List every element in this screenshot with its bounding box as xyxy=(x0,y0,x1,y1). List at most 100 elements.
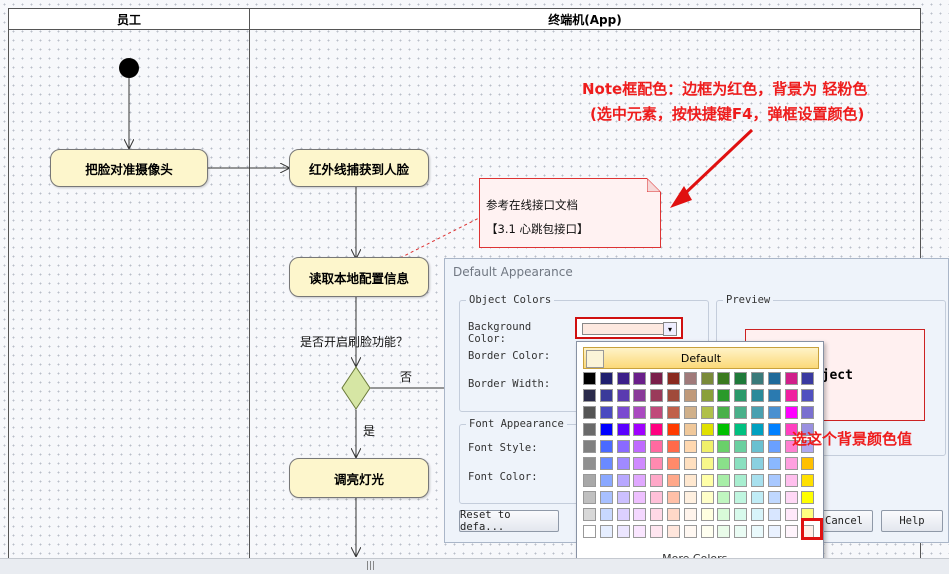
color-swatch[interactable] xyxy=(616,457,630,470)
color-swatch[interactable] xyxy=(667,491,680,504)
color-swatch[interactable] xyxy=(583,508,596,521)
color-swatch[interactable] xyxy=(583,457,596,470)
color-swatch[interactable] xyxy=(599,474,613,487)
color-swatch[interactable] xyxy=(583,474,596,487)
color-swatch[interactable] xyxy=(599,389,613,402)
color-swatch[interactable] xyxy=(734,423,748,436)
color-swatch[interactable] xyxy=(751,474,764,487)
color-swatch[interactable] xyxy=(650,474,664,487)
color-swatch[interactable] xyxy=(734,457,748,470)
color-swatch[interactable] xyxy=(767,440,781,453)
color-swatch[interactable] xyxy=(734,491,748,504)
color-swatch[interactable] xyxy=(616,372,630,385)
color-swatch[interactable] xyxy=(633,491,647,504)
color-swatch[interactable] xyxy=(683,440,697,453)
color-swatch[interactable] xyxy=(599,525,613,538)
color-swatch[interactable] xyxy=(650,372,664,385)
color-swatch[interactable] xyxy=(700,491,714,504)
color-swatch[interactable] xyxy=(667,508,680,521)
color-swatch[interactable] xyxy=(667,372,680,385)
color-swatch[interactable] xyxy=(683,457,697,470)
color-swatch[interactable] xyxy=(717,474,731,487)
color-swatch[interactable] xyxy=(616,525,630,538)
color-swatch[interactable] xyxy=(599,508,613,521)
color-swatch[interactable] xyxy=(667,457,680,470)
color-swatch[interactable] xyxy=(616,389,630,402)
color-swatch[interactable] xyxy=(717,423,731,436)
color-swatch[interactable] xyxy=(599,372,613,385)
scrollbar-grip-icon[interactable]: ||| xyxy=(366,561,376,571)
color-swatch[interactable] xyxy=(717,406,731,419)
color-swatch[interactable] xyxy=(700,440,714,453)
color-swatch[interactable] xyxy=(801,423,815,436)
chevron-down-icon[interactable]: ▾ xyxy=(663,322,677,336)
activity-infrared[interactable]: 红外线捕获到人脸 xyxy=(289,149,429,187)
color-swatch[interactable] xyxy=(717,440,731,453)
color-swatch[interactable] xyxy=(801,406,815,419)
color-swatch[interactable] xyxy=(583,440,596,453)
color-swatch[interactable] xyxy=(633,508,647,521)
color-swatch[interactable] xyxy=(717,389,731,402)
color-swatch[interactable] xyxy=(683,406,697,419)
color-swatch[interactable] xyxy=(767,474,781,487)
color-swatch[interactable] xyxy=(751,525,764,538)
color-swatch[interactable] xyxy=(700,406,714,419)
swimlane-header-app[interactable]: 终端机(App) xyxy=(249,8,921,30)
color-swatch[interactable] xyxy=(650,525,664,538)
color-swatch[interactable] xyxy=(784,389,798,402)
color-swatch[interactable] xyxy=(650,406,664,419)
color-swatch[interactable] xyxy=(700,525,714,538)
color-swatch[interactable] xyxy=(633,372,647,385)
color-swatch[interactable] xyxy=(633,440,647,453)
color-swatch[interactable] xyxy=(784,491,798,504)
color-swatch[interactable] xyxy=(683,389,697,402)
color-swatch[interactable] xyxy=(667,423,680,436)
color-swatch[interactable] xyxy=(583,389,596,402)
color-swatch[interactable] xyxy=(633,423,647,436)
color-swatch[interactable] xyxy=(683,423,697,436)
activity-align-face[interactable]: 把脸对准摄像头 xyxy=(50,149,208,187)
note-element[interactable]: 参考在线接口文档 【3.1 心跳包接口】 xyxy=(479,178,661,248)
color-swatch[interactable] xyxy=(801,372,815,385)
color-swatch[interactable] xyxy=(751,406,764,419)
color-swatch[interactable] xyxy=(700,389,714,402)
color-swatch[interactable] xyxy=(734,372,748,385)
color-swatch[interactable] xyxy=(717,457,731,470)
start-node[interactable] xyxy=(119,58,139,78)
color-swatch[interactable] xyxy=(667,440,680,453)
color-swatch[interactable] xyxy=(667,525,680,538)
color-palette-popup[interactable]: Default More Colors... xyxy=(576,341,824,571)
color-swatch[interactable] xyxy=(667,389,680,402)
color-swatch[interactable] xyxy=(583,372,596,385)
cancel-button[interactable]: Cancel xyxy=(815,510,873,532)
color-swatch[interactable] xyxy=(650,389,664,402)
activity-read-config[interactable]: 读取本地配置信息 xyxy=(289,257,429,297)
color-swatch[interactable] xyxy=(599,457,613,470)
color-swatch[interactable] xyxy=(599,440,613,453)
color-swatch[interactable] xyxy=(616,474,630,487)
color-swatch[interactable] xyxy=(683,372,697,385)
help-button[interactable]: Help xyxy=(881,510,943,532)
color-swatch[interactable] xyxy=(650,423,664,436)
color-swatch[interactable] xyxy=(700,474,714,487)
color-swatch[interactable] xyxy=(667,474,680,487)
color-swatch[interactable] xyxy=(683,474,697,487)
color-swatch[interactable] xyxy=(616,491,630,504)
default-color-button[interactable]: Default xyxy=(583,347,819,369)
color-swatch[interactable] xyxy=(767,406,781,419)
color-swatch[interactable] xyxy=(751,457,764,470)
color-swatch[interactable] xyxy=(700,372,714,385)
activity-light[interactable]: 调亮灯光 xyxy=(289,458,429,498)
color-swatch[interactable] xyxy=(784,508,798,521)
color-swatch[interactable] xyxy=(667,406,680,419)
reset-defaults-button[interactable]: Reset to defa... xyxy=(459,509,559,533)
color-swatch[interactable] xyxy=(734,440,748,453)
color-swatch[interactable] xyxy=(616,406,630,419)
color-swatch[interactable] xyxy=(767,491,781,504)
color-swatch[interactable] xyxy=(801,474,815,487)
color-swatch[interactable] xyxy=(683,525,697,538)
color-swatch[interactable] xyxy=(751,423,764,436)
color-swatch[interactable] xyxy=(717,372,731,385)
color-swatch[interactable] xyxy=(717,508,731,521)
color-swatch[interactable] xyxy=(616,423,630,436)
